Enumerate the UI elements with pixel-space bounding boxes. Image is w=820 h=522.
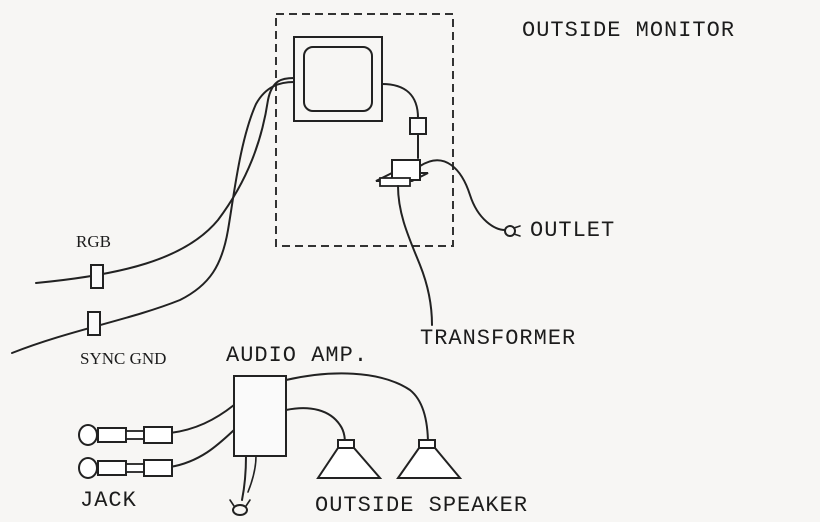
outlet-plug-icon (504, 225, 521, 237)
monitor-enclosure (275, 13, 454, 247)
amp-power-cord-2 (247, 455, 257, 493)
rgb-label: RGB (76, 232, 111, 251)
outlet-label: OUTLET (530, 218, 616, 243)
rgb-cable (35, 77, 295, 284)
outlet-cable (419, 159, 506, 231)
monitor-connector (409, 117, 427, 135)
amp-plug-icon (229, 499, 251, 516)
outside-monitor-label: OUTSIDE MONITOR (522, 18, 736, 43)
transformer-body (375, 159, 429, 187)
jack-cable-bottom (169, 429, 235, 468)
audio-amp-box (233, 375, 287, 457)
speaker-right (396, 439, 463, 479)
sync-gnd-cable (11, 81, 295, 354)
speaker-cable-right (285, 372, 429, 446)
speaker-left (316, 439, 383, 479)
jack-cable-top (169, 404, 235, 434)
speaker-cable-left (285, 407, 346, 447)
monitor-screen (293, 36, 383, 122)
rgb-connector (90, 264, 104, 289)
jack-bottom-icon (78, 457, 173, 479)
amp-power-cord (241, 455, 247, 501)
monitor-power-cable (381, 83, 419, 119)
jack-label: JACK (80, 488, 137, 513)
outside-speaker-label: OUTSIDE SPEAKER (315, 493, 529, 518)
jack-top-icon (78, 424, 173, 446)
transformer-lead (397, 185, 433, 326)
sync-gnd-connector (87, 311, 101, 336)
transformer-label: TRANSFORMER (420, 326, 577, 351)
audio-amp-label: AUDIO AMP. (226, 343, 369, 368)
sync-gnd-label: SYNC GND (80, 349, 167, 368)
